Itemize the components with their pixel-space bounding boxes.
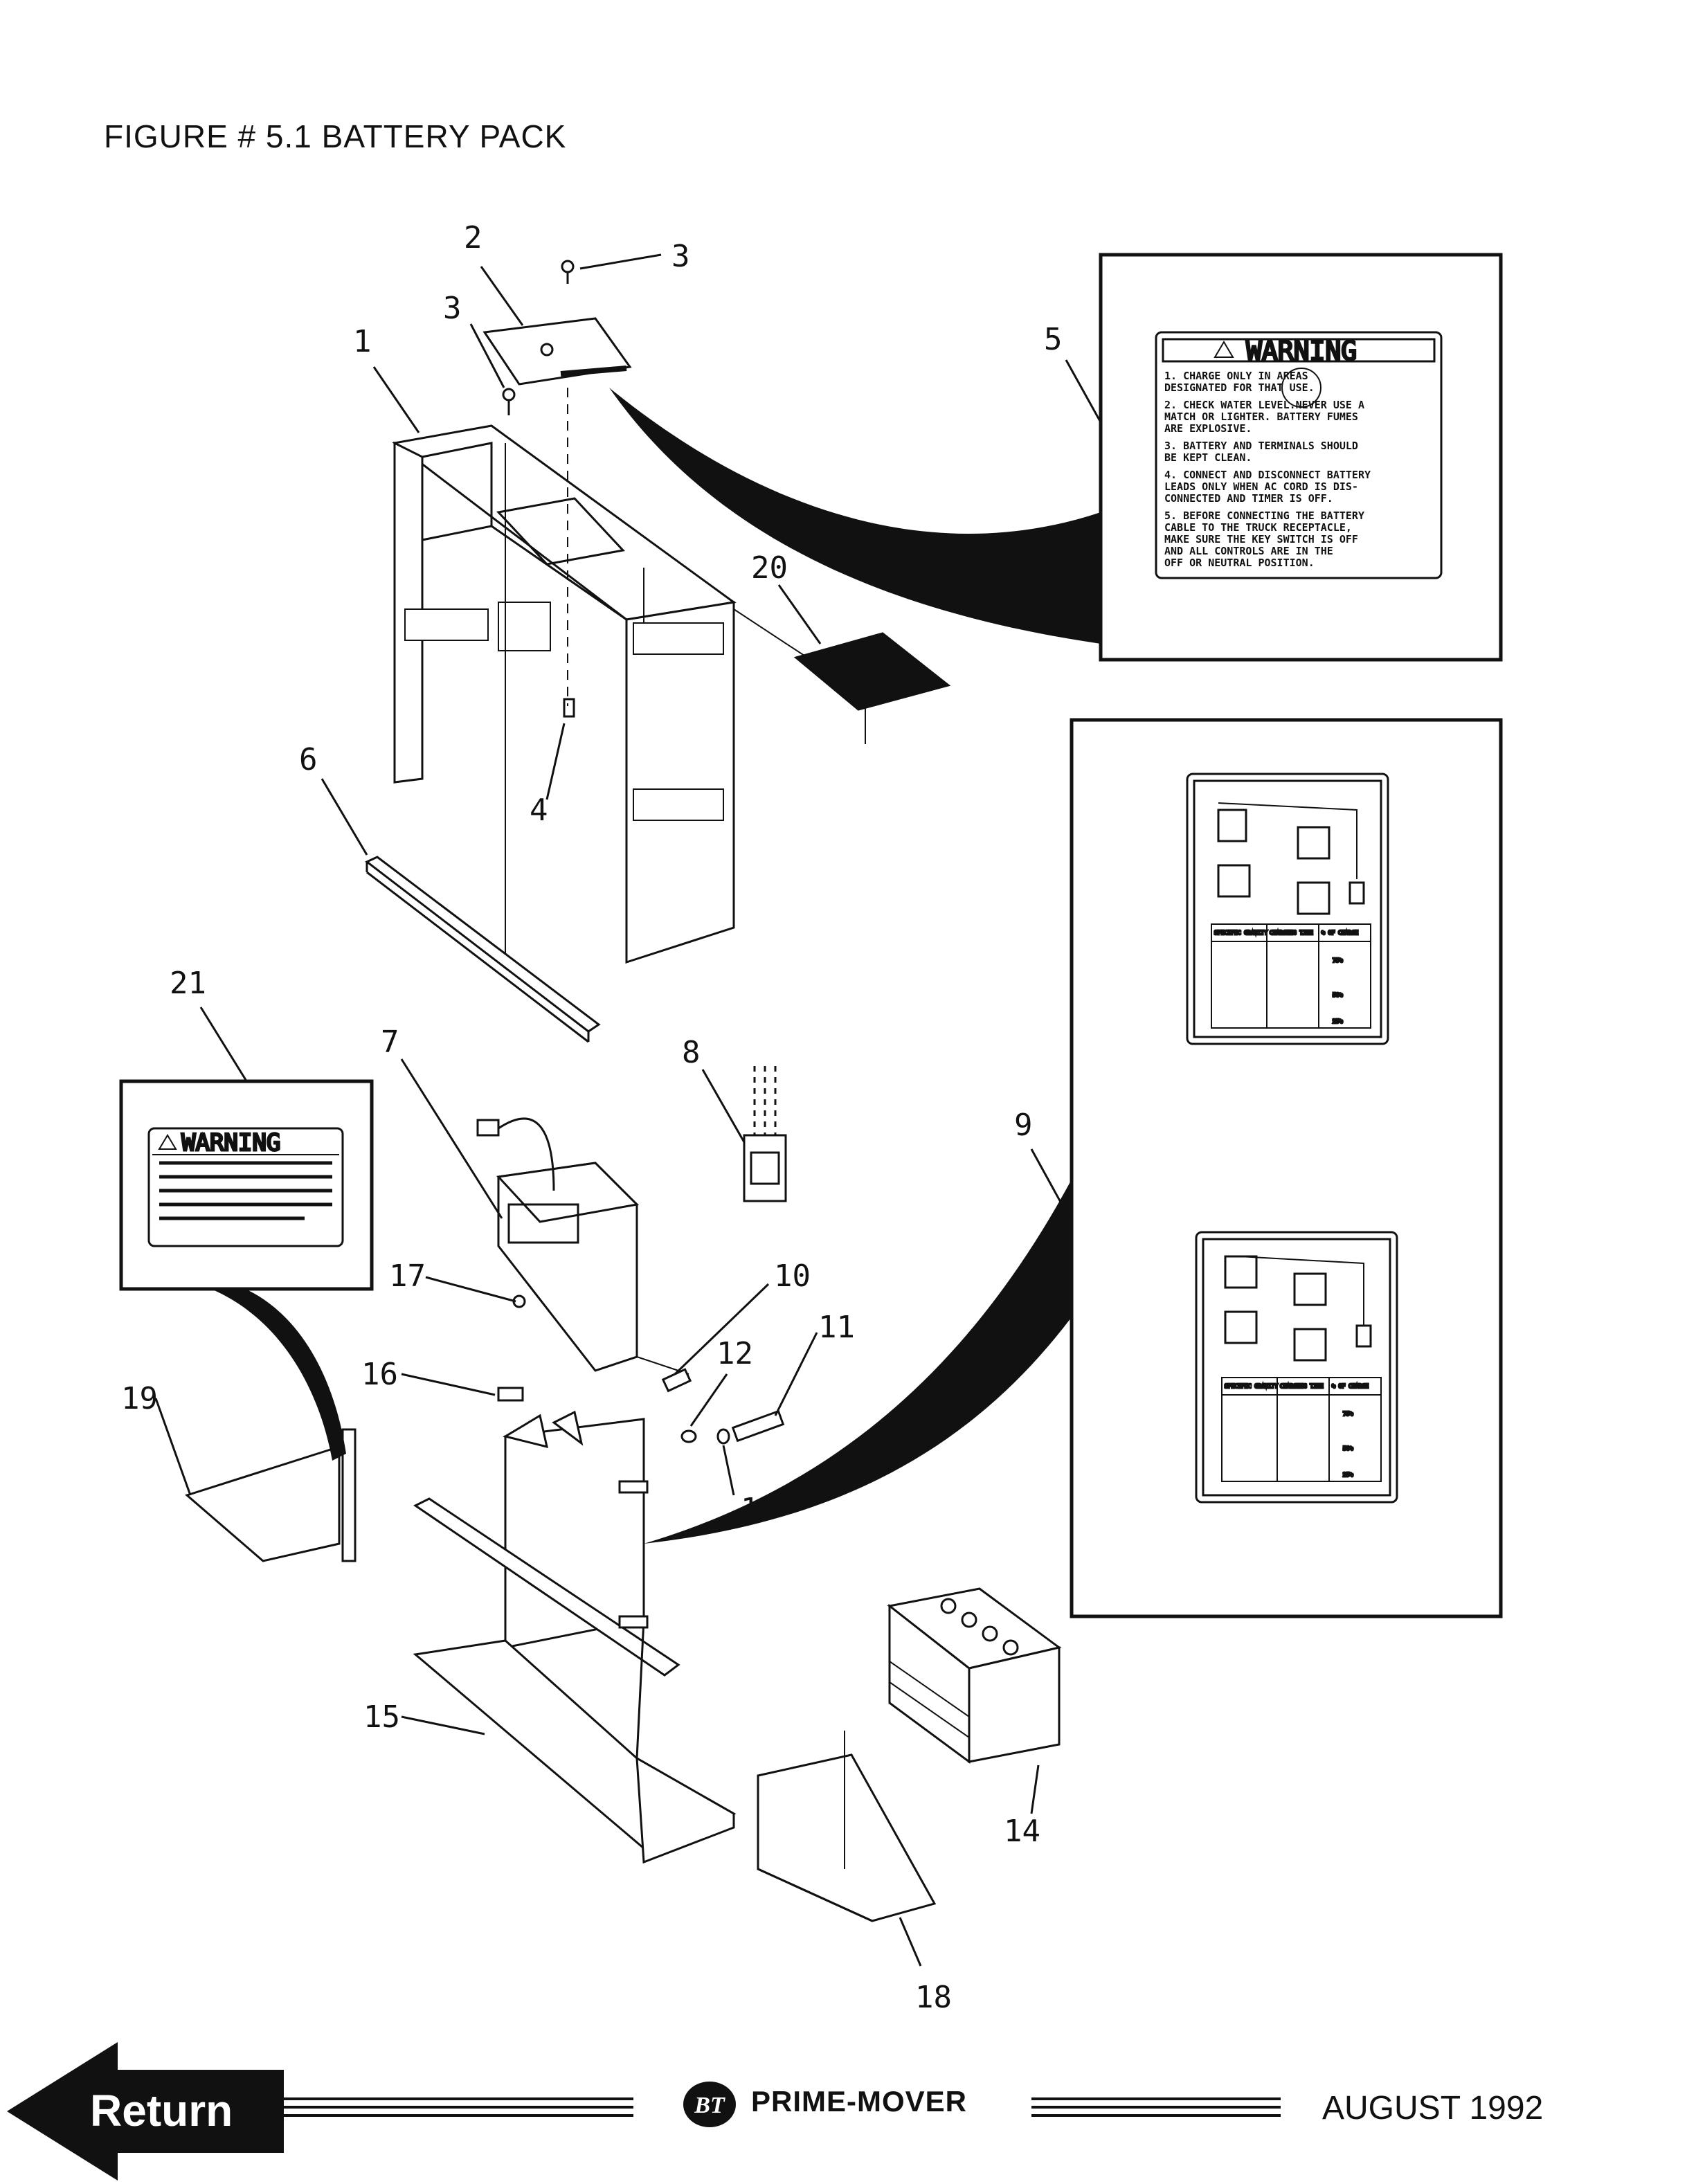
part-2-plate [482,317,632,386]
table-percent-75-top: 75% [1333,957,1343,964]
callout-18: 18 [915,1980,952,2015]
brand-name: PRIME-MOVER [751,2085,968,2118]
callout-16: 16 [361,1357,398,1392]
leader-lines [154,253,1102,1967]
part-8-plug [743,1066,787,1202]
table-percent-25-bottom: 25% [1343,1472,1353,1478]
leader-swoosh-9 [644,1177,1073,1544]
callout-4: 4 [530,793,548,828]
decal-5-line: CONNECTED AND TIMER IS OFF. [1164,492,1333,505]
charge-decal-bottom: SPECIFIC GRAVITY CHARGING TIME % OF CHAR… [1195,1231,1398,1504]
callout-11: 11 [818,1310,855,1345]
decal-5-line: MATCH OR LIGHTER. BATTERY FUMES [1164,410,1358,423]
footer: Return BT PRIME-MOVER AUGUST 1992 [0,2028,1687,2181]
callout-3b: 3 [443,291,462,326]
decal-5-line: MAKE SURE THE KEY SWITCH IS OFF [1164,533,1358,545]
figure-title: FIGURE # 5.1 BATTERY PACK [104,118,567,154]
decal-5-line: 4. CONNECT AND DISCONNECT BATTERY [1164,469,1371,481]
part-6-rail [365,856,601,1043]
callout-15: 15 [363,1699,400,1735]
return-label: Return [90,2086,233,2136]
decal-box-21: WARNING [119,1079,374,1291]
callout-6: 6 [299,742,318,777]
decal-5-line: 5. BEFORE CONNECTING THE BATTERY [1164,509,1364,522]
part-7-charger [476,1117,689,1375]
decal-5-line: ARE EXPLOSIVE. [1164,422,1252,435]
bt-logo-icon: BT [682,2080,737,2129]
callout-2: 2 [464,220,482,255]
footer-rule-left-1 [284,2097,633,2100]
cover-assembly [392,388,866,969]
table-header-percent-top: % OF CHARGE [1321,930,1358,936]
callout-7: 7 [381,1025,399,1060]
footer-date: AUGUST 1992 [1322,2090,1544,2127]
decal-5-line: DESIGNATED FOR THAT USE. [1164,381,1315,394]
return-button[interactable]: Return [7,2042,284,2181]
small-hardware [497,1368,785,1445]
callout-14: 14 [1004,1814,1040,1849]
callout-8: 8 [682,1035,701,1070]
part-3-screws [502,260,575,415]
footer-rule-left-2 [284,2106,633,2109]
decal-5-line: BE KEPT CLEAN. [1164,451,1252,464]
part-4-fastener [563,698,575,718]
part-18-bucket [757,1731,937,1922]
callout-17: 17 [389,1258,426,1294]
decal-5-line: CABLE TO THE TRUCK RECEPTACLE, [1164,521,1352,534]
footer-rule-left-3 [284,2114,633,2117]
decal-5-title: WARNING [1246,336,1357,366]
callout-20: 20 [751,550,788,586]
part-15-frame [413,1410,737,1864]
callout-5: 5 [1044,322,1063,357]
decal-5-line: 3. BATTERY AND TERMINALS SHOULD [1164,440,1358,452]
callout-labels: 1 2 3 3 4 5 6 7 8 9 10 11 12 13 14 15 16… [121,220,1063,2015]
decal-5-line: LEADS ONLY WHEN AC CORD IS DIS- [1164,480,1358,493]
decal-5-line: 2. CHECK WATER LEVEL.NEVER USE A [1164,399,1364,411]
callout-19: 19 [121,1381,158,1416]
callout-10: 10 [774,1258,811,1294]
part-14-battery [887,1587,1062,1764]
callout-13: 13 [741,1492,777,1527]
table-percent-25-top: 25% [1333,1018,1343,1025]
footer-rule-right-1 [1031,2097,1281,2100]
decal-box-5: WARNING 1. CHARGE ONLY IN AREASDESIGNATE… [1099,253,1503,662]
callout-1: 1 [353,324,372,359]
footer-rule-right-2 [1031,2106,1281,2109]
part-20-pad [793,632,951,711]
table-header-gravity-top: SPECIFIC GRAVITY [1214,930,1267,936]
callout-9: 9 [1014,1108,1033,1143]
table-percent-50-bottom: 50% [1343,1445,1353,1452]
part-19-funnel [184,1428,357,1562]
table-percent-50-top: 50% [1333,992,1343,998]
decal-21-title: WARNING [181,1129,280,1157]
leader-swoosh-5 [609,388,1101,644]
decal-5-line: OFF OR NEUTRAL POSITION. [1164,557,1315,569]
callout-21: 21 [170,966,206,1001]
table-header-time-bottom: CHARGING TIME [1280,1383,1324,1389]
footer-rule-right-3 [1031,2114,1281,2117]
table-percent-75-bottom: 75% [1343,1411,1353,1417]
table-header-time-top: CHARGING TIME [1270,930,1313,936]
callout-12: 12 [716,1336,753,1371]
decal-box-9: SPECIFIC GRAVITY CHARGING TIME % OF CHAR… [1070,718,1503,1618]
decal-5-line: AND ALL CONTROLS ARE IN THE [1164,545,1333,557]
logo-text: BT [694,2093,725,2118]
table-header-gravity-bottom: SPECIFIC GRAVITY [1225,1383,1278,1389]
vent-slots [404,602,724,821]
table-header-percent-bottom: % OF CHARGE [1332,1383,1369,1389]
decal-5-line: 1. CHARGE ONLY IN AREAS [1164,370,1308,382]
charge-decal-top: SPECIFIC GRAVITY CHARGING TIME % OF CHAR… [1186,773,1389,1045]
leader-swoosh-21 [208,1288,346,1461]
callout-3a: 3 [671,239,690,274]
